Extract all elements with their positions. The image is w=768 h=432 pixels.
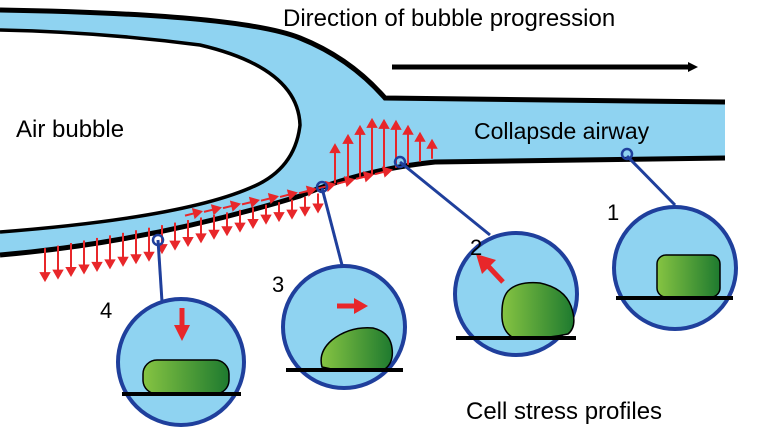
- stress-down-21-head: [312, 203, 324, 214]
- stress-shear-3-shaft: [241, 201, 252, 206]
- inset-2-cell: [501, 281, 575, 339]
- stress-down-5-head: [104, 259, 116, 270]
- stress-up-3-head: [366, 117, 378, 128]
- profiles-label: Cell stress profiles: [466, 398, 662, 425]
- stress-shear-10-head: [381, 166, 393, 178]
- stress-down-2-head: [65, 267, 77, 278]
- direction-label: Direction of bubble progression: [283, 5, 615, 32]
- stress-shear-8-head: [343, 176, 355, 188]
- stress-shear-6-head: [305, 185, 317, 197]
- stress-up-8-head: [426, 138, 438, 149]
- stress-shear-4-head: [267, 193, 279, 205]
- connector-1: [625, 154, 677, 207]
- inset-3-number: 3: [272, 272, 284, 297]
- stress-shear-4-shaft: [260, 197, 271, 202]
- stress-down-10-head: [169, 240, 181, 251]
- airway-wall-upper: [0, 7, 726, 105]
- stress-down-14-head: [221, 226, 233, 237]
- inset-4-number: 4: [100, 298, 112, 323]
- stress-down-8-head: [143, 251, 155, 262]
- inset-2-number: 2: [470, 235, 482, 260]
- stress-down-0-head: [39, 272, 51, 283]
- inset-2: 2: [453, 231, 579, 357]
- stress-shear-3-head: [248, 196, 260, 208]
- stress-down-6-head: [117, 256, 129, 267]
- stress-shear-1-head: [210, 204, 222, 216]
- stress-up-5-head: [390, 119, 402, 130]
- inset-4: 4: [100, 297, 246, 427]
- stress-down-7-head: [130, 254, 142, 265]
- connector-2: [399, 160, 491, 237]
- stress-shear-0-head: [191, 208, 203, 220]
- stress-up-6-head: [402, 124, 414, 135]
- connector-3: [320, 187, 344, 266]
- connector-points: [151, 147, 634, 247]
- inset-2-stress-arrow: [476, 254, 505, 284]
- stress-down-3-head: [78, 264, 90, 275]
- stress-down-16-head: [247, 219, 259, 230]
- inset-4-stress-arrow: [174, 308, 190, 341]
- stress-shear-8-shaft: [336, 180, 347, 185]
- air-bubble-label: Air bubble: [16, 116, 124, 143]
- stress-up-0-head: [329, 143, 341, 154]
- stress-shear-2-shaft: [222, 204, 233, 210]
- stress-up-7-head: [414, 131, 426, 142]
- stress-shear-10-shaft: [374, 170, 385, 176]
- inset-3: 3: [272, 264, 407, 390]
- airway-label: Collapsde airway: [474, 118, 650, 144]
- stress-shear-0-shaft: [184, 212, 195, 217]
- stress-shear-9-shaft: [355, 175, 366, 180]
- stress-up-2-head: [354, 124, 366, 135]
- inset-1-number: 1: [607, 200, 619, 225]
- inset-1: 1: [607, 200, 738, 331]
- stress-shear-2-head: [229, 200, 241, 212]
- stress-up-1-head: [342, 133, 354, 144]
- stress-shear-7-shaft: [317, 185, 328, 190]
- inset-connectors: [156, 154, 677, 318]
- inset-1-cell: [656, 254, 721, 298]
- stress-down-15-head: [234, 222, 246, 233]
- stress-down-19-head: [286, 209, 298, 220]
- inset-3-stress-arrow: [337, 298, 368, 314]
- stress-down-11-head: [182, 236, 194, 248]
- stress-down-17-head: [260, 214, 272, 225]
- stress-down-13-head: [208, 229, 220, 240]
- wall-stress-arrows: [39, 117, 438, 283]
- stress-down-1-head: [52, 269, 64, 280]
- stress-shear-9-head: [362, 171, 374, 183]
- stress-down-20-head: [299, 206, 311, 217]
- stress-shear-5-head: [286, 189, 298, 201]
- bubble-interface: [0, 28, 302, 234]
- stress-down-12-head: [195, 233, 207, 244]
- inset-4-cell: [142, 359, 230, 395]
- stress-shear-6-shaft: [298, 189, 309, 195]
- stress-up-4-head: [378, 118, 390, 129]
- stress-down-18-head: [273, 212, 285, 223]
- stress-shear-5-shaft: [279, 193, 290, 198]
- stress-down-4-head: [91, 261, 103, 272]
- stress-shear-1-shaft: [203, 208, 214, 213]
